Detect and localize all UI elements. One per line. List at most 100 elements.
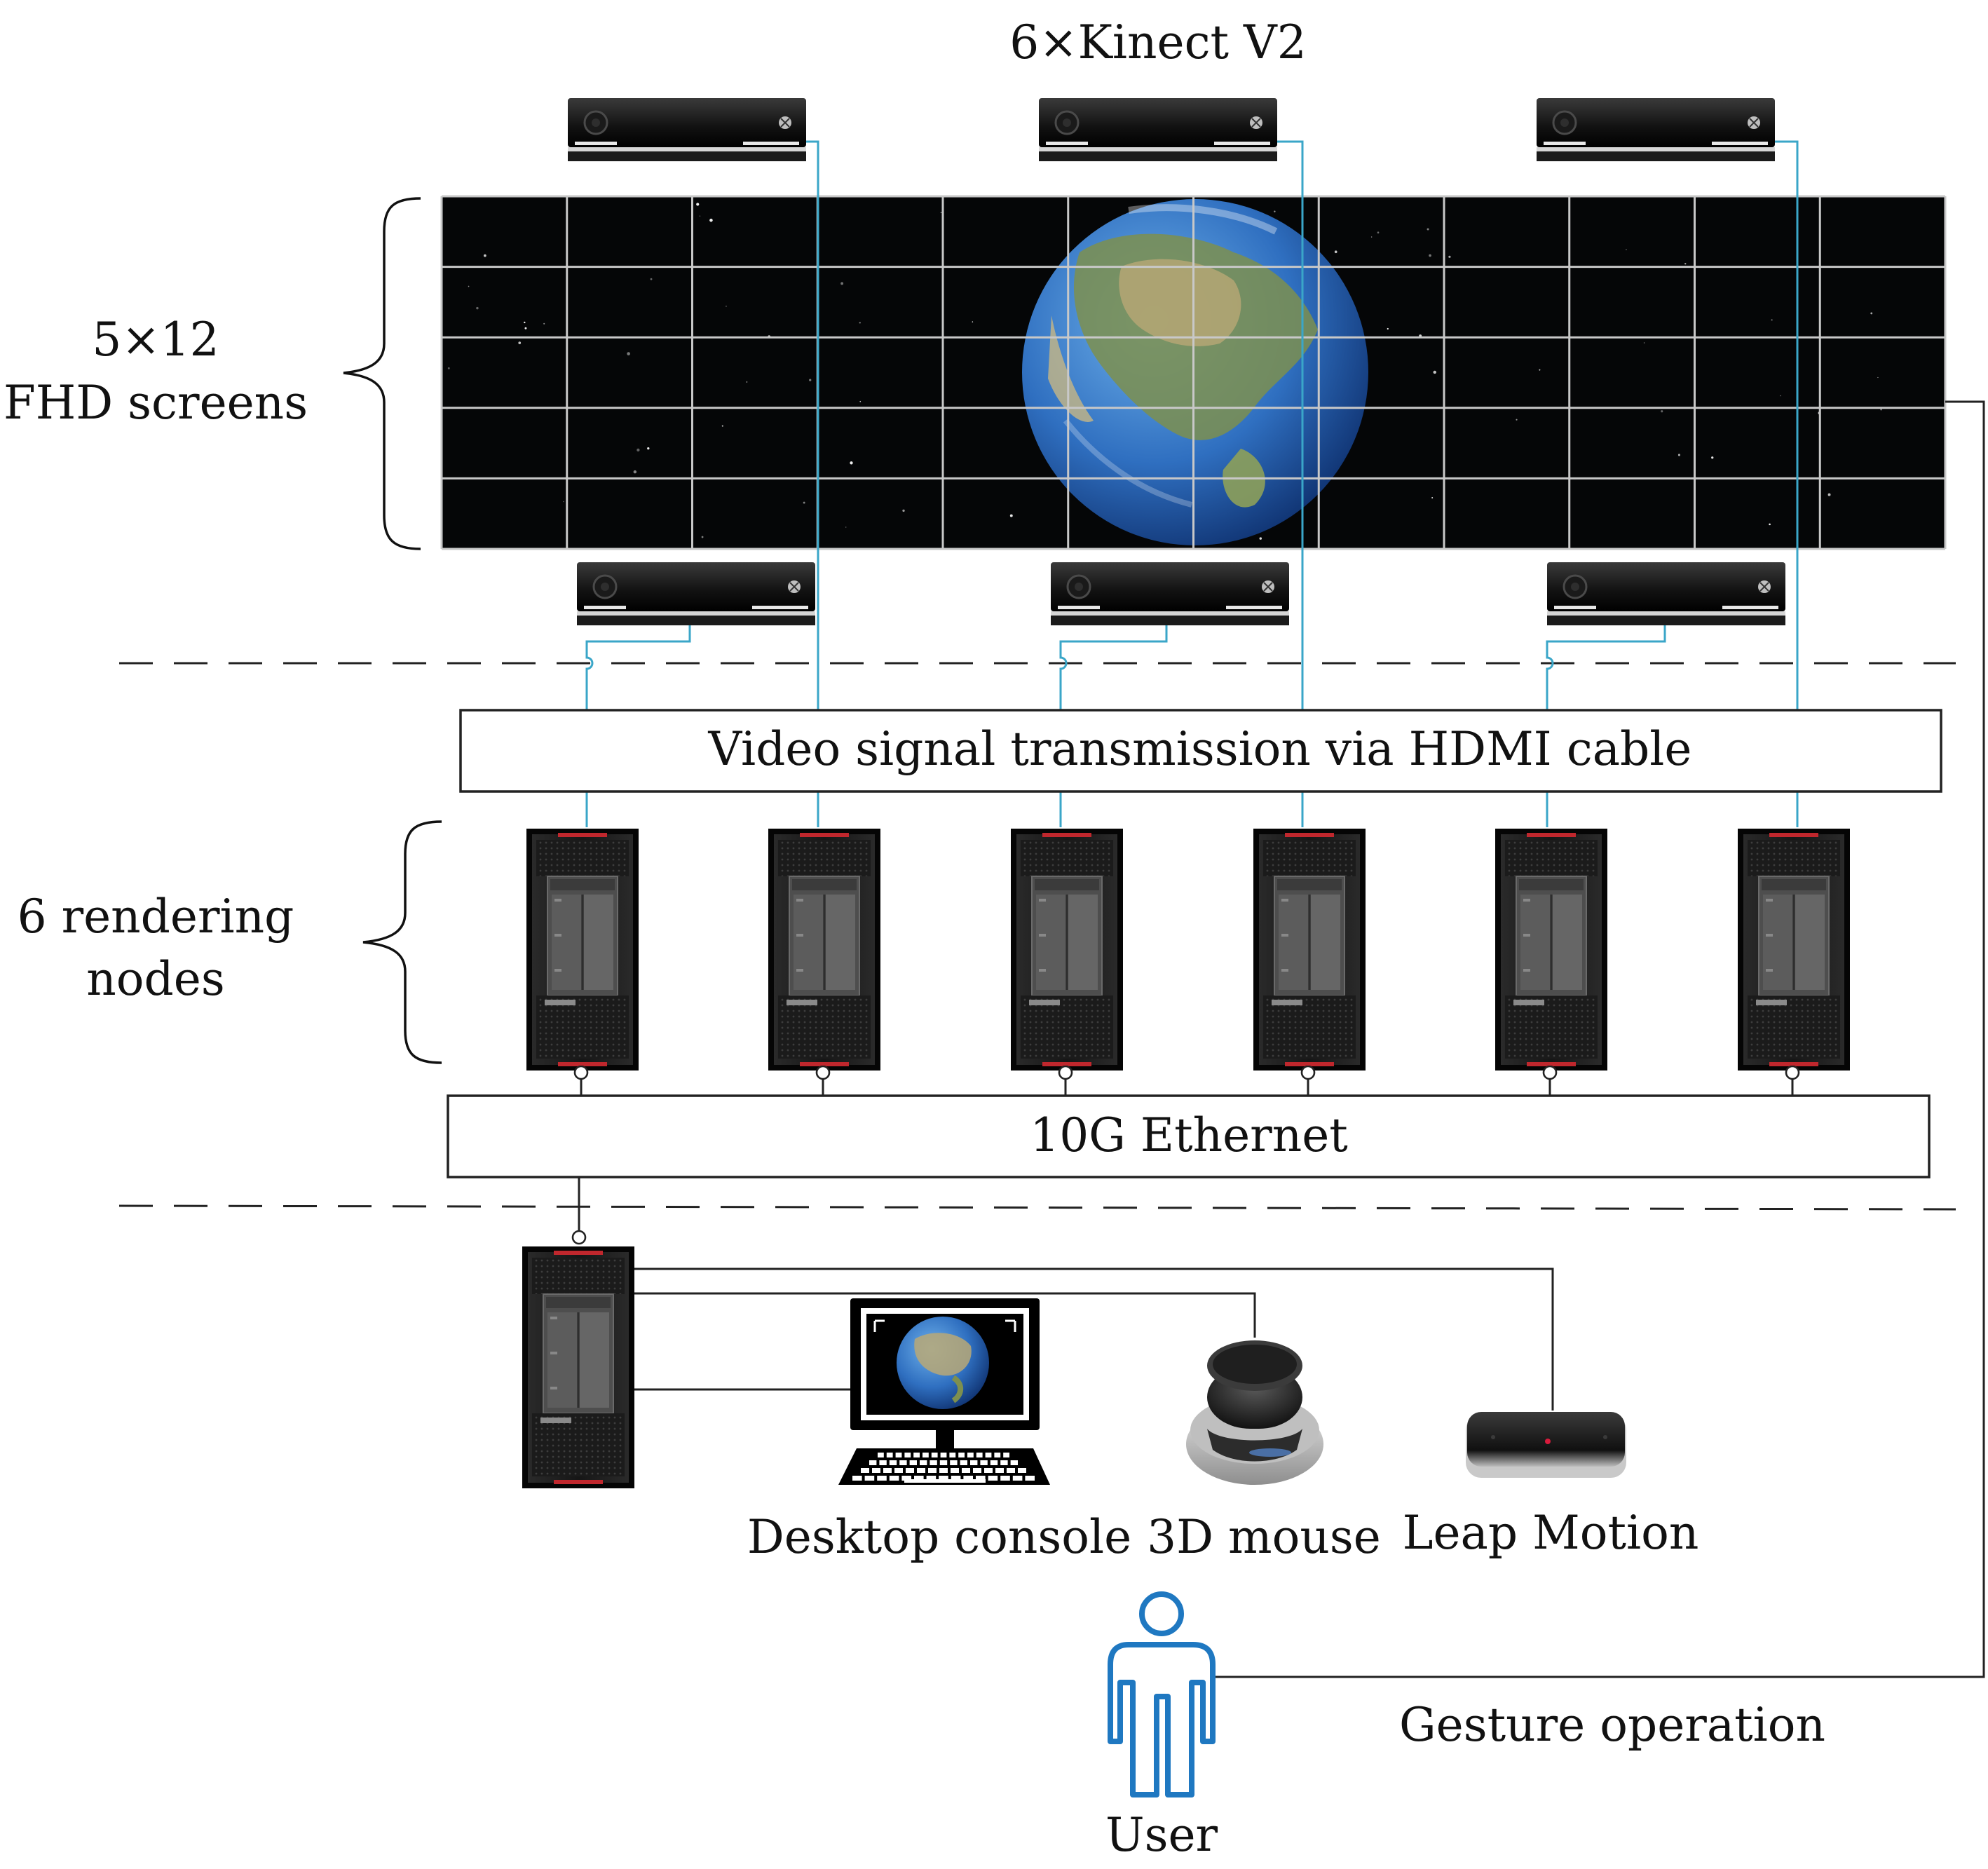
video-wall [440, 195, 1947, 550]
hdmi-box-label: Video signal transmission via HDMI cable [708, 722, 1692, 776]
keyboard-key [990, 1460, 998, 1465]
keyboard-key [930, 1460, 937, 1465]
keyboard-key [883, 1468, 892, 1473]
keyboard-key [980, 1460, 988, 1465]
star [627, 352, 630, 355]
keyboard-key [958, 1453, 965, 1457]
star [845, 526, 847, 528]
star [696, 203, 700, 206]
keyboard-key [879, 1460, 887, 1465]
3d-mouse-icon [1186, 1340, 1323, 1485]
keyboard-key [951, 1468, 959, 1473]
star [701, 536, 704, 538]
star [1433, 370, 1436, 374]
keyboard-key [917, 1468, 925, 1473]
star [1539, 369, 1541, 371]
star [1259, 537, 1262, 540]
kinect-sensor-icon [1547, 562, 1785, 625]
star [524, 321, 526, 324]
keyboard-key [973, 1468, 981, 1473]
star [1274, 210, 1276, 212]
star [1387, 327, 1389, 330]
keyboard-key [869, 1460, 877, 1465]
keyboard-key [984, 1468, 993, 1473]
star [859, 400, 862, 402]
ethernet-port-icon [1058, 1066, 1073, 1080]
keyboard-key [1018, 1468, 1026, 1473]
kinect-sensor-icon [1051, 562, 1289, 625]
workstation-tower-icon [1495, 829, 1607, 1071]
keyboard-key [1012, 1476, 1023, 1481]
star [543, 322, 545, 325]
screens-label-line2: FHD screens [3, 376, 308, 430]
star [803, 501, 805, 504]
kinect-sensor-icon [568, 98, 806, 161]
keyboard-key [895, 1453, 902, 1457]
keyboard-key [886, 1453, 893, 1457]
star [809, 379, 812, 381]
keyboard-key [988, 1476, 998, 1481]
keyboard-key [909, 1460, 917, 1465]
ethernet-box-label: 10G Ethernet [1030, 1108, 1348, 1162]
keyboard-key [913, 1453, 920, 1457]
keyboard-key [985, 1453, 992, 1457]
star [1771, 319, 1773, 321]
nodes-label-line1: 6 rendering [17, 890, 294, 944]
desktop-monitor-icon [838, 1298, 1050, 1485]
leap-motion-icon [1466, 1412, 1626, 1478]
keyboard-key [906, 1468, 914, 1473]
separator-bottom [118, 1204, 1956, 1211]
star [476, 306, 479, 310]
keyboard-key [967, 1453, 974, 1457]
keyboard-key [901, 1476, 911, 1481]
keyboard-key [899, 1460, 907, 1465]
star [721, 425, 723, 427]
star [518, 341, 522, 344]
keyboard-key [877, 1476, 887, 1481]
star [1827, 493, 1831, 496]
screens-bracket [343, 197, 421, 550]
ethernet-box [447, 1094, 1931, 1178]
keyboard-key [904, 1453, 911, 1457]
star [1429, 254, 1431, 257]
star [1870, 312, 1873, 315]
screens-label-line1: 5×12 [92, 313, 219, 367]
keyboard-key [976, 1453, 983, 1457]
keyboard-key [928, 1468, 937, 1473]
star [1626, 249, 1627, 250]
ethernet-port-icon [1542, 1066, 1558, 1080]
star [1370, 236, 1373, 238]
star [1516, 419, 1518, 421]
keyboard-key [960, 1460, 967, 1465]
keyboard-spacebar [904, 1479, 986, 1483]
kinect-sensor-icon [1537, 98, 1775, 161]
keyboard-key [872, 1468, 880, 1473]
star [1780, 395, 1781, 397]
nodes-bracket [362, 820, 442, 1064]
keyboard-key [976, 1476, 986, 1481]
keyboard-key [894, 1468, 903, 1473]
star [859, 322, 861, 324]
keyboard-key [940, 1453, 947, 1457]
star [1431, 497, 1434, 499]
ethernet-port-icon [573, 1066, 589, 1080]
keyboard-key [962, 1468, 970, 1473]
keyboard-key [950, 1460, 958, 1465]
keyboard-key [939, 1468, 948, 1473]
star [1334, 250, 1337, 254]
gesture-operation-line [1213, 400, 1985, 1678]
keyboard-key [864, 1476, 875, 1481]
star [902, 509, 905, 512]
peripheral-wires [634, 1267, 1554, 1411]
star [650, 278, 653, 280]
keyboard-key [949, 1453, 956, 1457]
keyboard-key [920, 1460, 927, 1465]
star [447, 367, 450, 369]
keyboard-key [939, 1476, 948, 1481]
star [1643, 342, 1645, 344]
keyboard-key [878, 1453, 884, 1457]
workstation-tower-icon [526, 829, 639, 1071]
star [1448, 255, 1451, 258]
ethernet-port-icon [571, 1230, 587, 1245]
star [1677, 454, 1681, 456]
